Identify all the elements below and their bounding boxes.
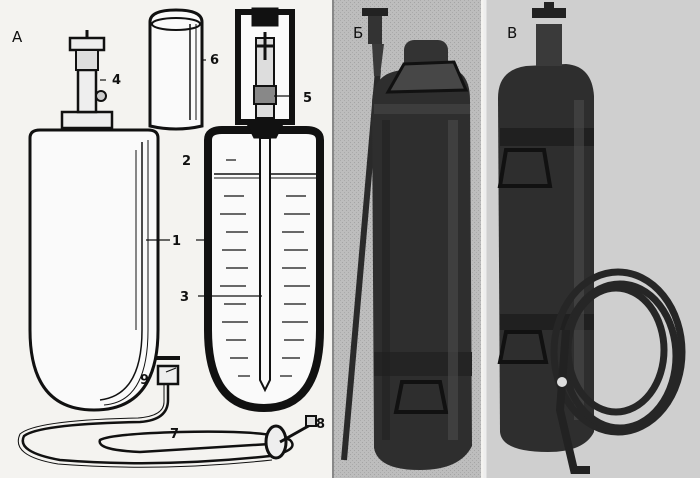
callout-5: 5 (303, 91, 312, 106)
section-cylinder (204, 7, 324, 413)
panel-label-v: В (507, 24, 517, 42)
cap (148, 8, 204, 131)
callout-9: 9 (140, 373, 149, 388)
panel-label-b: Б (353, 24, 363, 42)
left-cylinder (28, 128, 160, 412)
hose-assembly (17, 356, 317, 468)
callout-1: 1 (172, 234, 181, 249)
callout-4: 4 (112, 73, 121, 88)
panel-b-photo (333, 0, 481, 478)
panel-label-a: А (12, 28, 23, 46)
leader-lines (100, 59, 292, 373)
panel-v-photo (486, 0, 700, 478)
left-valve (60, 30, 114, 130)
panel-a-drawing (17, 7, 324, 468)
callout-2: 2 (182, 154, 191, 169)
callout-6: 6 (210, 53, 219, 68)
callout-3: 3 (180, 290, 189, 305)
callout-7: 7 (170, 427, 179, 442)
callout-8: 8 (316, 417, 325, 432)
